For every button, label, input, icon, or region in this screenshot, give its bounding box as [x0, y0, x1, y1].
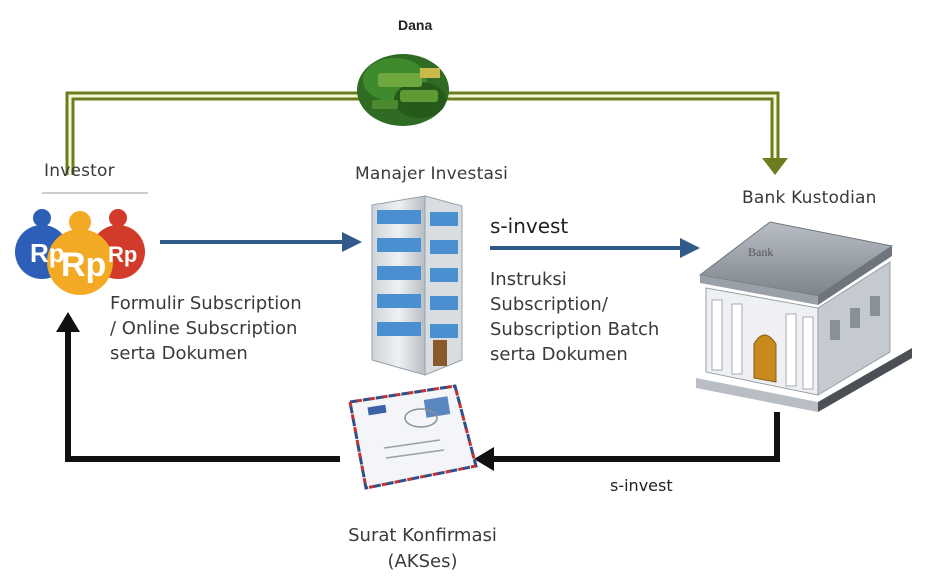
bank-sign-text: Bank	[748, 245, 773, 259]
manajer-investasi-label: Manajer Investasi	[355, 164, 509, 184]
envelope-icon	[348, 384, 478, 490]
formulir-subscription-text: Formulir Subscription / Online Subscript…	[110, 293, 302, 364]
konfirmasi-return-arrow	[56, 312, 780, 471]
s-invest-top-label: s-invest	[490, 214, 569, 238]
bag-text-red: Rp	[108, 242, 137, 267]
surat-konfirmasi-label: Surat Konfirmasi (AKSes)	[348, 525, 497, 572]
instruksi-subscription-text: Instruksi Subscription/ Subscription Bat…	[490, 269, 660, 365]
bank-kustodian-label: Bank Kustodian	[742, 188, 877, 208]
dana-label: Dana	[398, 17, 433, 33]
money-stack-icon	[357, 54, 449, 126]
money-bags-rp-icon: Rp Rp Rp	[15, 209, 145, 295]
formulir-flow-arrow	[160, 232, 362, 252]
office-building-icon	[371, 195, 463, 376]
bank-building-icon: Bank	[696, 221, 912, 412]
bag-text-blue: Rp	[30, 238, 65, 268]
investor-label: Investor	[44, 161, 115, 181]
s-invest-bottom-label: s-invest	[610, 476, 673, 495]
s-invest-flow-arrow	[490, 238, 700, 258]
bag-text-gold: Rp	[61, 246, 106, 284]
